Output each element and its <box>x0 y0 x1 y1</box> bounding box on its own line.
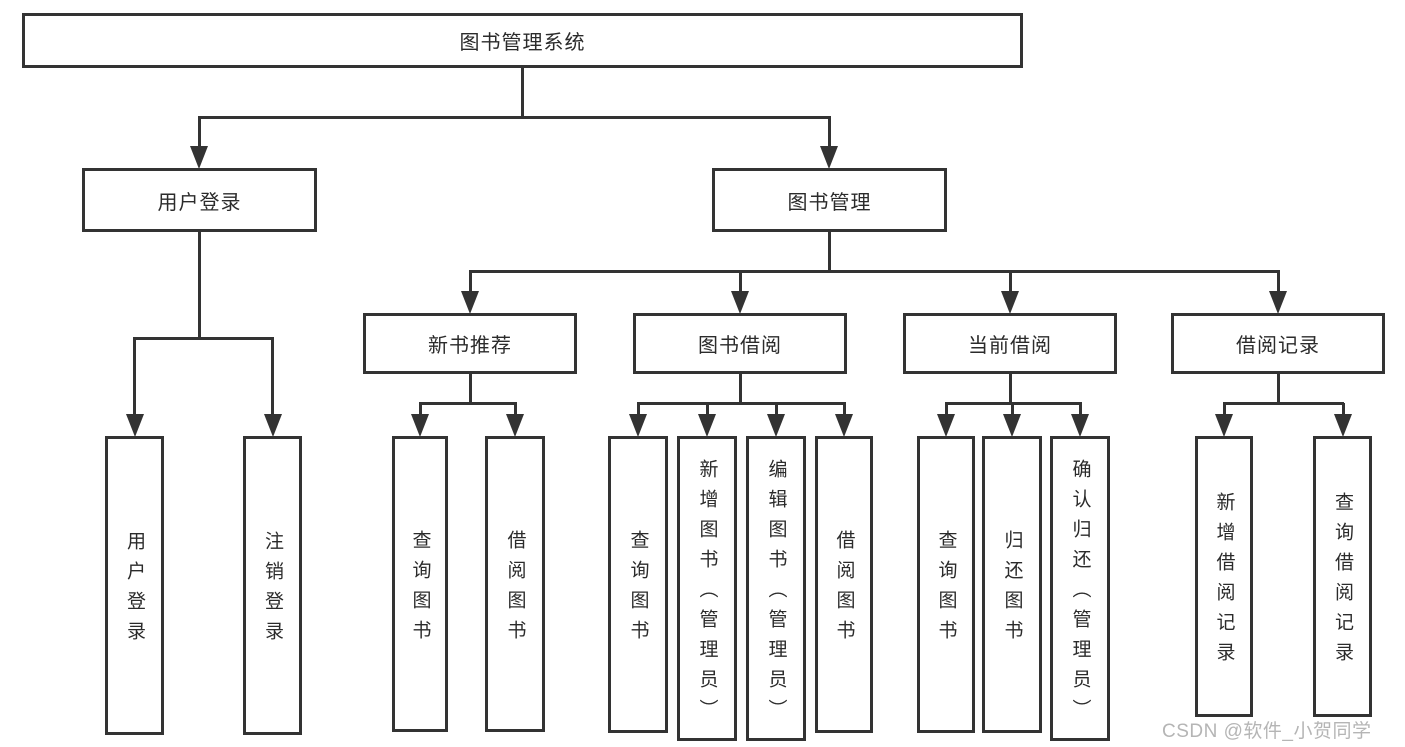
arrow-down-icon <box>1001 291 1019 314</box>
connector-vline <box>738 271 742 293</box>
leaf-br-query-record: 查询借阅记录 <box>1313 436 1372 717</box>
connector-hline <box>197 115 831 119</box>
node-label: 查询图书 <box>627 530 649 650</box>
node-label: 新增借阅记录 <box>1213 492 1235 672</box>
leaf-bb-borrow-books: 借阅图书 <box>815 436 873 733</box>
leaf-nbr-borrow-books: 借阅图书 <box>485 436 545 732</box>
arrow-down-icon <box>263 414 282 437</box>
connector-hline <box>636 401 846 405</box>
node-book-borrowing: 图书借阅 <box>633 313 847 374</box>
connector-vline <box>1276 373 1280 403</box>
node-label: 查询图书 <box>409 529 431 650</box>
node-label: 编辑图书（管理员） <box>765 459 787 729</box>
node-label: 借阅记录 <box>1236 335 1320 357</box>
connector-vline <box>468 271 472 293</box>
leaf-bb-query-books: 查询图书 <box>608 436 668 733</box>
arrow-down-icon <box>1334 414 1352 437</box>
arrow-down-icon <box>767 414 785 437</box>
connector-vline <box>1008 373 1012 403</box>
leaf-bb-add-book-admin: 新增图书（管理员） <box>677 436 737 741</box>
connector-vline <box>197 117 201 149</box>
node-label: 借阅图书 <box>833 530 855 650</box>
connector-vline <box>513 403 517 416</box>
leaf-cb-query-books: 查询图书 <box>917 436 975 733</box>
connector-hline <box>468 269 1280 273</box>
connector-vline <box>1010 403 1014 416</box>
connector-vline <box>271 338 274 416</box>
node-label: 归还图书 <box>1001 530 1023 650</box>
connector-hline <box>418 401 517 405</box>
node-current-borrowing: 当前借阅 <box>903 313 1117 374</box>
arrow-down-icon <box>835 414 853 437</box>
connector-vline <box>827 117 831 149</box>
arrow-down-icon <box>820 146 838 169</box>
connector-vline <box>133 338 136 416</box>
leaf-cb-confirm-return-admin: 确认归还（管理员） <box>1050 436 1110 741</box>
node-book-management: 图书管理 <box>712 168 947 232</box>
node-library-system: 图书管理系统 <box>22 13 1023 68</box>
node-borrowing-records: 借阅记录 <box>1171 313 1385 374</box>
arrow-down-icon <box>190 146 208 169</box>
arrow-down-icon <box>411 414 429 437</box>
node-label: 图书借阅 <box>698 335 782 357</box>
arrow-down-icon <box>937 414 955 437</box>
node-label: 确认归还（管理员） <box>1069 459 1091 729</box>
arrow-down-icon <box>125 414 144 437</box>
node-label: 新书推荐 <box>428 335 512 357</box>
node-new-book-recommendation: 新书推荐 <box>363 313 577 374</box>
connector-vline <box>197 231 201 338</box>
node-label: 用户登录 <box>124 531 145 651</box>
connector-hline <box>1222 401 1344 405</box>
arrow-down-icon <box>1003 414 1021 437</box>
connector-vline <box>1341 403 1345 416</box>
connector-vline <box>1222 403 1226 416</box>
node-label: 注销登录 <box>262 531 283 651</box>
node-label: 用户登录 <box>157 191 242 214</box>
node-label: 图书管理 <box>787 191 872 214</box>
node-label: 图书管理系统 <box>459 32 586 54</box>
arrow-down-icon <box>698 414 716 437</box>
leaf-br-add-record: 新增借阅记录 <box>1195 436 1253 717</box>
leaf-bb-edit-book-admin: 编辑图书（管理员） <box>746 436 806 741</box>
connector-vline <box>418 403 422 416</box>
arrow-down-icon <box>506 414 524 437</box>
leaf-user-login: 用户登录 <box>105 436 164 735</box>
connector-vline <box>1078 403 1082 416</box>
node-label: 当前借阅 <box>968 335 1052 357</box>
connector-vline <box>774 403 778 416</box>
arrow-down-icon <box>1071 414 1089 437</box>
connector-vline <box>705 403 709 416</box>
connector-vline <box>636 403 640 416</box>
leaf-nbr-query-books: 查询图书 <box>392 436 448 732</box>
connector-vline <box>1276 271 1280 293</box>
connector-vline <box>468 373 472 403</box>
leaf-cb-return-books: 归还图书 <box>982 436 1042 733</box>
arrow-down-icon <box>629 414 647 437</box>
leaf-logout: 注销登录 <box>243 436 302 735</box>
connector-hline <box>133 336 274 340</box>
connector-vline <box>827 231 831 271</box>
connector-vline <box>944 403 948 416</box>
node-label: 查询图书 <box>935 530 957 650</box>
arrow-down-icon <box>1215 414 1233 437</box>
node-label: 借阅图书 <box>504 529 526 650</box>
arrow-down-icon <box>1269 291 1287 314</box>
connector-vline <box>1008 271 1012 293</box>
connector-vline <box>521 67 524 117</box>
watermark: CSDN @软件_小贺同学 <box>1162 721 1372 742</box>
node-label: 查询借阅记录 <box>1332 492 1353 672</box>
node-label: 新增图书（管理员） <box>696 459 718 729</box>
arrow-down-icon <box>731 291 749 314</box>
connector-vline <box>738 373 742 403</box>
connector-vline <box>842 403 846 416</box>
arrow-down-icon <box>461 291 479 314</box>
node-user-login: 用户登录 <box>82 168 317 232</box>
